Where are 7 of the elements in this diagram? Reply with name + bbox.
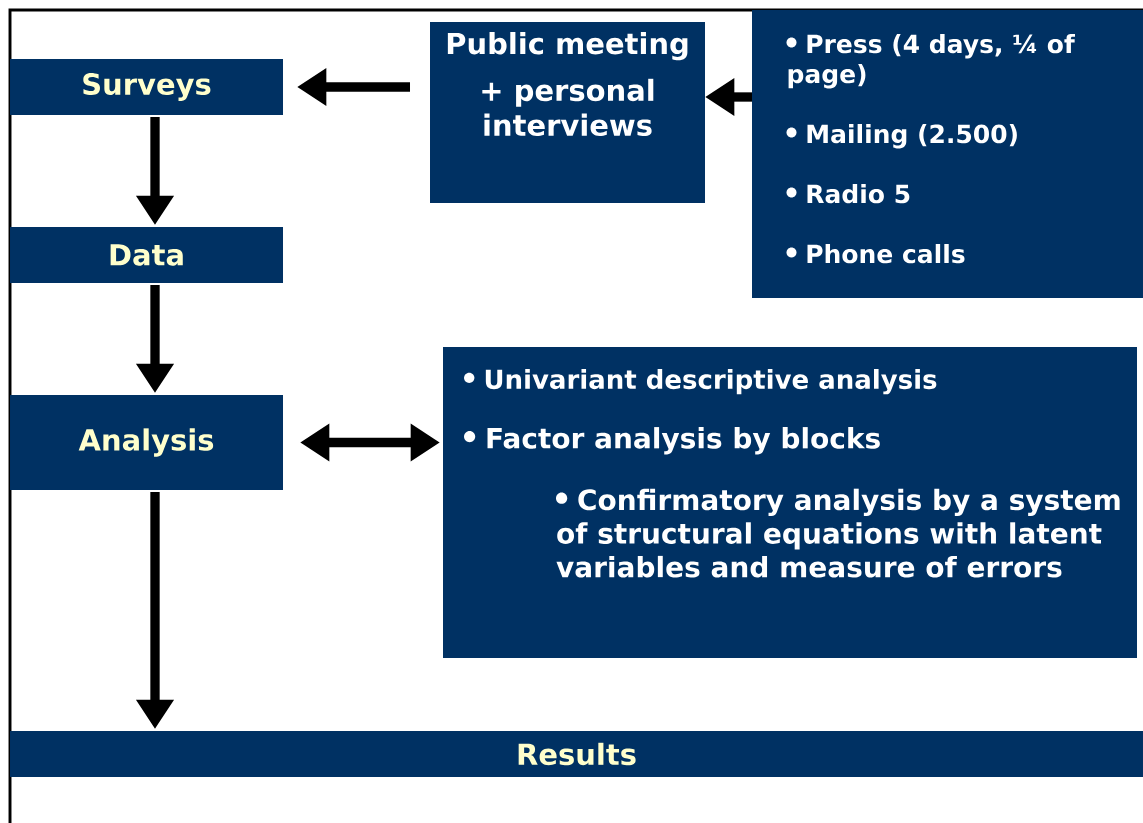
process-box: Results (10, 731, 1143, 777)
process-box: Public meeting + personal interviews (430, 22, 705, 203)
process-box: Analysis (10, 395, 283, 490)
process-box: Surveys (10, 59, 283, 115)
process-box: Data (10, 227, 283, 283)
list-box: Press (4 days, ¼ of page) Mailing (2.500) Radio 5 Phone calls (752, 10, 1143, 298)
list-box: Univariant descriptive analysis Factor analysis by blocks Confirmatory analysis by a system of structural equations with latent variables and measure of errors (443, 347, 1137, 658)
